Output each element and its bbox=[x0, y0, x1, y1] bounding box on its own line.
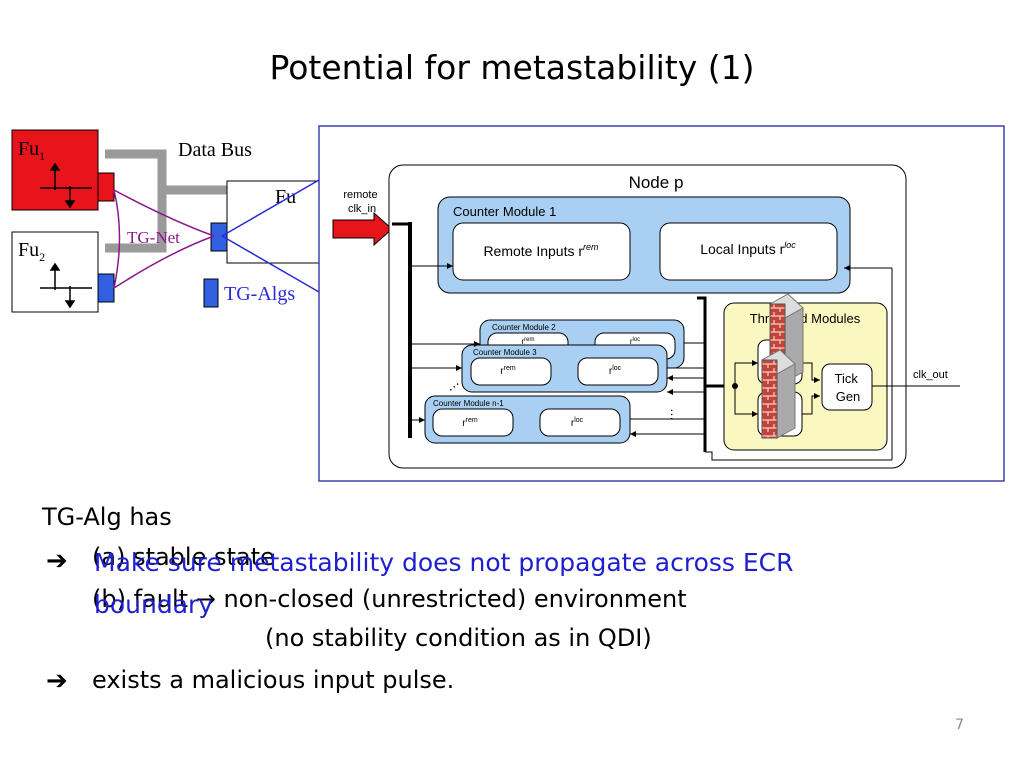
counter-module-2-label: Counter Module 2 bbox=[492, 323, 556, 332]
local-inputs-box bbox=[659, 222, 838, 281]
svg-text:rrem: rrem bbox=[521, 337, 534, 346]
counter-module-3-label: Counter Module 3 bbox=[473, 348, 537, 357]
svg-text:rloc: rloc bbox=[571, 417, 584, 429]
tick-gen-label: Tick Gen bbox=[835, 371, 862, 404]
tg-net-shape bbox=[113, 189, 215, 289]
fu3-box bbox=[226, 180, 320, 264]
ellipsis: … bbox=[668, 408, 683, 421]
data-bus-lines bbox=[105, 149, 235, 253]
fu3-label: Fu bbox=[275, 186, 296, 208]
bullet-b-suffix: non-closed (unrestricted) environment bbox=[223, 585, 687, 613]
bullet-b-continuation: (no stability condition as in QDI) bbox=[265, 624, 652, 652]
clk-out-label: clk_out bbox=[913, 369, 948, 381]
svg-text:rrem: rrem bbox=[462, 417, 478, 429]
tg-net-label: TG-Net bbox=[127, 228, 180, 247]
zoom-lines bbox=[221, 179, 320, 293]
system-overview: Data Bus Fu1 Fu2 Fu TG-Net TG-Algs bbox=[11, 129, 320, 313]
svg-text:rloc: rloc bbox=[609, 365, 622, 377]
fu1-label: Fu1 bbox=[18, 138, 45, 163]
arrow-right-bullet-icon: ➔ bbox=[46, 546, 68, 576]
fu2-port bbox=[97, 273, 115, 303]
tg-algs-label: TG-Algs bbox=[224, 283, 295, 305]
svg-text:rloc: rloc bbox=[630, 337, 640, 346]
threshold-modules-label: Threshold Modules bbox=[750, 311, 861, 326]
tg-algs-legend-swatch bbox=[203, 278, 219, 308]
counter-module-1-label: Counter Module 1 bbox=[453, 204, 556, 219]
remote-clk-in-label: remote clk_in bbox=[343, 189, 380, 215]
updown-arrows-icon bbox=[40, 162, 92, 209]
remote-clk-in-arrow bbox=[332, 211, 393, 247]
overlay-text-line-1: Make sure metastability does not propaga… bbox=[94, 548, 794, 577]
tick-gen-box bbox=[821, 363, 873, 411]
intro-text: TG-Alg has bbox=[42, 503, 172, 531]
local-inputs-label: Local Inputs rloc bbox=[700, 240, 796, 257]
arrow-right-bullet-icon: ➔ bbox=[46, 666, 68, 696]
implies-arrow: → bbox=[195, 585, 216, 613]
fu1-port bbox=[97, 172, 115, 202]
remote-inputs-box bbox=[452, 222, 631, 281]
counter-module-n-1-label: Counter Module n-1 bbox=[433, 399, 504, 408]
fu2-label: Fu2 bbox=[18, 239, 45, 264]
conclusion-text: exists a malicious input pulse. bbox=[92, 666, 455, 694]
bullet-b: (b) fault → non-closed (unrestricted) en… bbox=[92, 585, 687, 613]
remote-inputs-label: Remote Inputs rrem bbox=[483, 242, 599, 259]
page-number: 7 bbox=[955, 717, 964, 733]
data-bus-label: Data Bus bbox=[178, 139, 252, 161]
svg-text:rrem: rrem bbox=[500, 365, 516, 377]
bullet-b-prefix: (b) fault bbox=[92, 585, 189, 613]
slide-title: Potential for metastability (1) bbox=[269, 48, 755, 87]
node-p-title: Node p bbox=[629, 173, 684, 192]
fu1-box bbox=[11, 129, 99, 211]
architecture-diagram: Data Bus Fu1 Fu2 Fu TG-Net TG-Algs bbox=[11, 125, 1005, 482]
updown-arrows-icon bbox=[40, 262, 92, 309]
brick-wall-icon bbox=[761, 349, 796, 439]
overlay-text-line-2: boundary bbox=[94, 590, 214, 619]
bullet-a: (a) stable state bbox=[92, 543, 275, 571]
